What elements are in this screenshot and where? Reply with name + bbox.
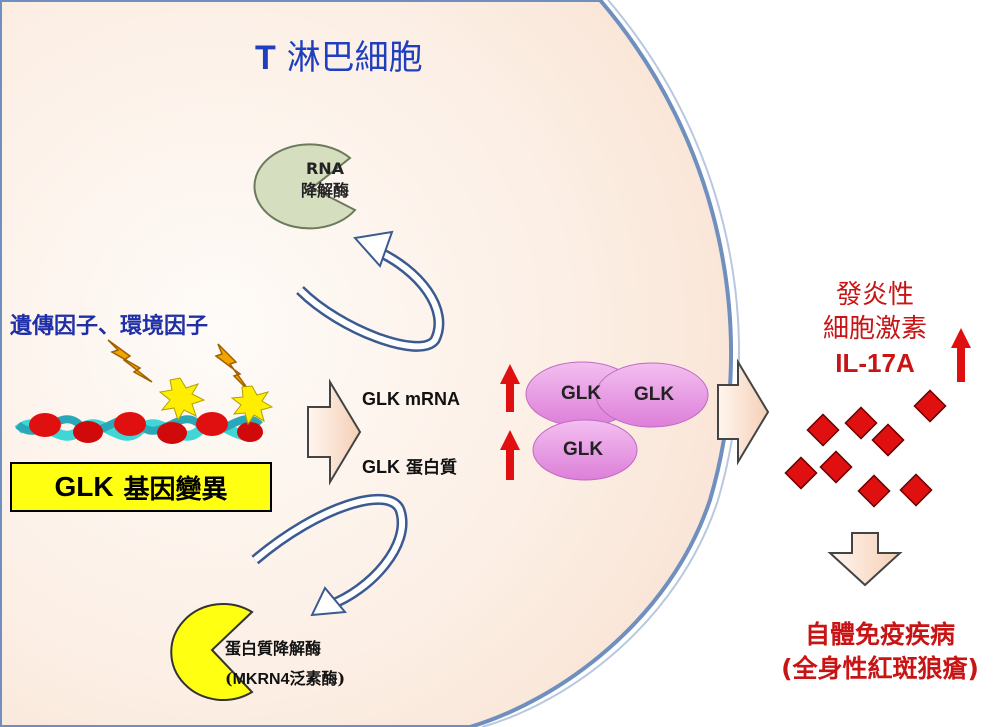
mrna-label: GLK mRNA (362, 389, 460, 409)
cell-title-name: 淋巴細胞 (286, 38, 423, 78)
cytokine-label: 發炎性 細胞激素 IL-17A (790, 278, 960, 380)
rna-enzyme-line1: RNA (305, 159, 345, 178)
gene-mutation-gene: GLK (54, 471, 114, 502)
star-burst-1 (158, 377, 206, 422)
protein-enzyme-text: 泛素酶 (289, 669, 338, 688)
disease-label: 自體免疫疾病 (全身性紅斑狼瘡) (760, 618, 1000, 686)
cell-membrane (0, 0, 734, 727)
rna-enzyme-shape (253, 143, 357, 230)
dna-strand (14, 412, 264, 444)
protein-arrow-head (310, 586, 347, 617)
rna-enzyme-line2: 降解酶 (300, 181, 349, 200)
cytokine-diamonds (784, 389, 947, 508)
protein-enzyme-close: ) (337, 669, 346, 688)
protein-enzyme-name: MKRN4 (232, 671, 290, 688)
cytokine-line3: IL-17A (835, 348, 915, 378)
gene-mutation-box: GLK 基因變異 (10, 462, 272, 512)
protein-enzyme-line1: 蛋白質降解酶 (225, 639, 322, 658)
factors-label: 遺傳因子、環境因子 (10, 313, 209, 339)
protein-label-gene: GLK (362, 457, 400, 477)
rna-arrow-head (353, 230, 394, 268)
up-arrow-protein (500, 430, 520, 480)
glk-blob-label-3: GLK (563, 439, 604, 460)
disease-line2: (全身性紅斑狼瘡) (781, 654, 979, 683)
protein-label-text: 蛋白質 (406, 458, 457, 478)
gene-mutation-text: 基因變異 (123, 474, 228, 505)
cytokine-line1: 發炎性 (835, 280, 914, 310)
rna-enzyme-label: RNA 降解酶 (295, 158, 355, 202)
up-arrow-mrna (500, 364, 520, 412)
glk-blob-3 (532, 419, 638, 481)
lightning-bolt-1 (107, 339, 153, 383)
star-burst-2 (230, 385, 274, 426)
protein-enzyme-open: ( (225, 669, 233, 688)
glk-blob-2 (595, 362, 709, 428)
protein-enzyme-shape (170, 603, 254, 701)
fat-arrow-down (827, 532, 903, 587)
protein-label: GLK 蛋白質 (362, 453, 457, 478)
glk-blob-label-1: GLK (561, 383, 602, 404)
cytokine-line2: 細胞激素 (822, 314, 927, 344)
fat-arrow-1 (307, 378, 362, 486)
protein-enzyme-label: 蛋白質降解酶 (MKRN4泛素酶) (225, 634, 345, 695)
glk-blob-label-2: GLK (634, 384, 675, 405)
up-arrow-cytokine (951, 328, 971, 382)
lightning-bolt-2 (214, 343, 251, 393)
fat-arrow-2 (717, 358, 770, 466)
protein-enzyme-line2: (MKRN4泛素酶) (225, 664, 345, 695)
cell-title: T 淋巴細胞 (255, 30, 423, 79)
cell-title-prefix: T (255, 39, 276, 77)
disease-line1: 自體免疫疾病 (804, 620, 955, 649)
